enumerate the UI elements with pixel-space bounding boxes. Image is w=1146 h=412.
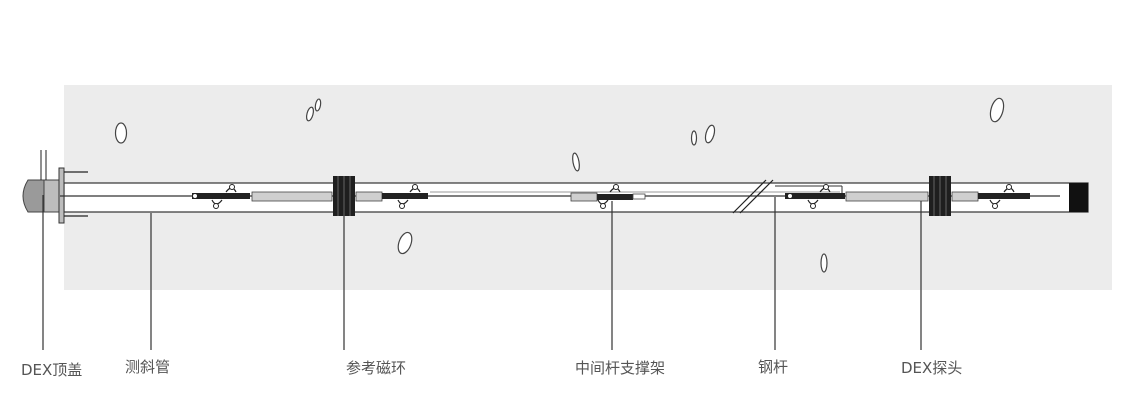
stone [305, 106, 315, 122]
stone [989, 97, 1005, 123]
label-dex-cap: DEX顶盖 [21, 361, 83, 379]
label-reference-ring: 参考磁环 [346, 359, 407, 377]
stone [704, 124, 716, 144]
stone [690, 130, 698, 146]
stone [572, 152, 580, 172]
probe-segment-2 [355, 184, 428, 209]
label-inclinometer-tube: 测斜管 [125, 358, 171, 376]
tube-end-plug [1069, 183, 1088, 212]
label-middle-rod-support: 中间杆支撑架 [575, 359, 666, 377]
dex-probe [951, 184, 1030, 209]
reference-magnetic-ring-1 [333, 176, 355, 216]
stone [114, 122, 128, 144]
label-dex-probe: DEX探头 [901, 359, 963, 377]
break-mark [732, 179, 774, 214]
reference-magnetic-ring-2 [929, 176, 951, 216]
probe-segment-3 [775, 184, 929, 209]
stone [397, 231, 413, 255]
middle-rod-support [570, 184, 646, 209]
label-steel-rod: 钢杆 [758, 358, 789, 376]
stone [820, 253, 828, 273]
soil-stones [114, 97, 1005, 273]
leader-lines [42, 195, 922, 350]
probe-segment-1 [192, 184, 333, 209]
stone [314, 98, 322, 112]
